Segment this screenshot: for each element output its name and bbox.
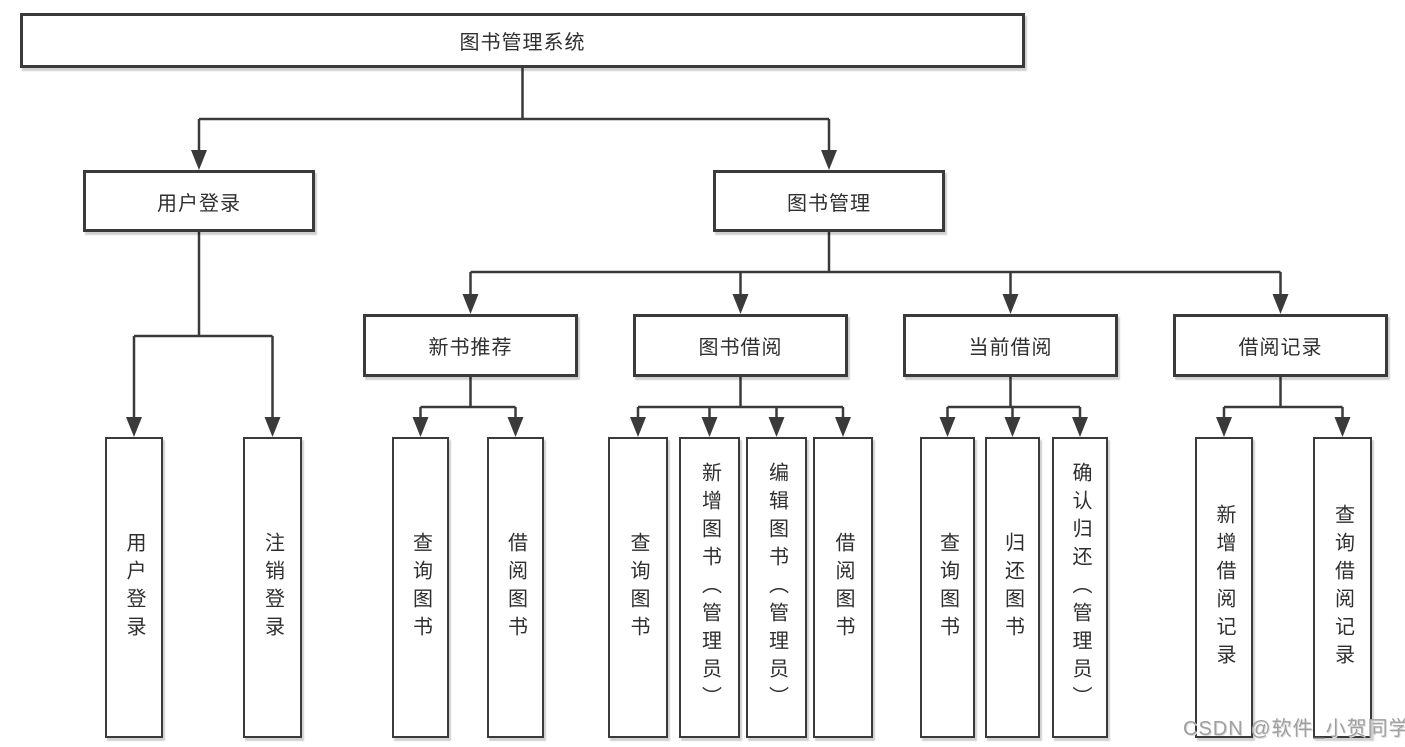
node-book-borrowing: 图书借阅 <box>633 314 848 377</box>
leaf-query-books-current: 查询图书 <box>920 437 975 738</box>
leaf-label: 查询图书 <box>627 531 649 644</box>
node-borrowing-records: 借阅记录 <box>1173 314 1388 377</box>
leaf-query-books-borrow: 查询图书 <box>608 437 668 738</box>
leaf-borrow-books-recommend: 借阅图书 <box>487 437 544 738</box>
leaf-add-book-admin: 新增图书（管理员） <box>679 437 740 738</box>
leaf-label: 查询图书 <box>936 531 959 644</box>
leaf-label: 注销登录 <box>261 531 284 644</box>
leaf-label: 编辑图书（管理员） <box>765 461 788 714</box>
arrowheads <box>126 150 1351 437</box>
leaf-query-borrow-record: 查询借阅记录 <box>1313 437 1372 738</box>
node-book-management: 图书管理 <box>713 170 945 232</box>
node-new-book-recommend: 新书推荐 <box>363 314 578 377</box>
leaf-edit-book-admin: 编辑图书（管理员） <box>746 437 807 738</box>
leaf-label: 归还图书 <box>1001 531 1024 644</box>
leaf-query-books-recommend: 查询图书 <box>392 437 449 738</box>
node-label: 当前借阅 <box>968 337 1053 359</box>
node-label: 借阅记录 <box>1238 337 1323 359</box>
node-current-borrowing: 当前借阅 <box>903 314 1118 377</box>
node-library-management-system: 图书管理系统 <box>20 13 1025 68</box>
leaf-add-borrow-record: 新增借阅记录 <box>1195 437 1253 738</box>
leaf-label: 查询借阅记录 <box>1331 503 1354 672</box>
leaf-label: 用户登录 <box>123 531 145 644</box>
leaf-label: 查询图书 <box>409 531 432 644</box>
leaf-borrow-books: 借阅图书 <box>813 437 873 738</box>
node-user-login: 用户登录 <box>83 170 315 232</box>
leaf-label: 借阅图书 <box>504 531 527 644</box>
node-label: 图书管理 <box>787 192 871 215</box>
leaf-label: 借阅图书 <box>832 531 854 644</box>
leaf-confirm-return-admin: 确认归还（管理员） <box>1052 437 1108 738</box>
leaf-logout-login: 注销登录 <box>243 437 302 738</box>
leaf-label: 新增图书（管理员） <box>698 461 721 714</box>
leaf-label: 新增借阅记录 <box>1213 503 1235 672</box>
node-label: 用户登录 <box>157 192 241 215</box>
watermark-text: CSDN @软件_小贺同学 <box>1183 718 1405 740</box>
leaf-user-login: 用户登录 <box>105 437 163 738</box>
node-label: 图书管理系统 <box>459 32 586 54</box>
node-label: 新书推荐 <box>428 337 513 359</box>
leaf-label: 确认归还（管理员） <box>1069 461 1091 714</box>
leaf-return-book: 归还图书 <box>985 437 1040 738</box>
node-label: 图书借阅 <box>698 337 783 359</box>
